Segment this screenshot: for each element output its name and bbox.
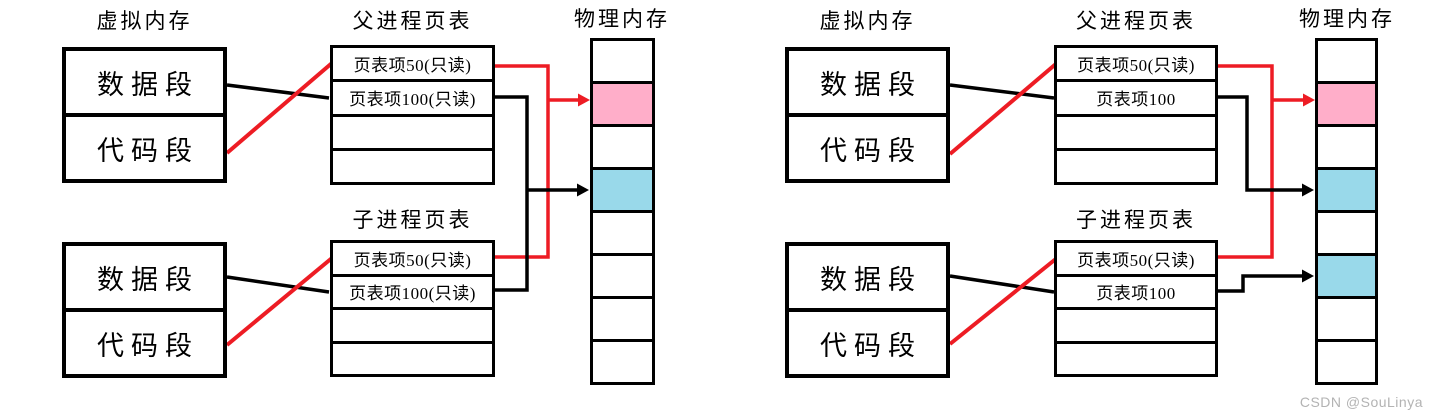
right-parent-table-title: 父进程页表 [1076,9,1196,33]
data-segment-cell: 数据段 [66,246,223,312]
page-table-entry: 页表项100 [1057,277,1215,310]
page-table-entry: 页表项100 [1057,82,1215,117]
page-table-entry-empty [1057,310,1215,344]
page-table-entry: 页表项100(只读) [333,82,492,117]
memory-page-cell [593,84,652,127]
memory-page-cell [593,170,652,213]
data-segment-cell: 数据段 [789,51,946,117]
page-table-entry: 页表项100(只读) [333,277,492,310]
page-table-entry-empty [1057,344,1215,375]
left-red-arrowhead [578,93,590,107]
right-child-black-arrowhead [1302,269,1314,283]
left-physical-memory-column [590,38,655,385]
data-segment-cell: 数据段 [789,246,946,312]
left-child-table-title: 子进程页表 [352,208,473,232]
memory-page-cell [593,299,652,342]
code-segment-cell: 代码段 [97,330,199,361]
right-parent-entry100-route [1218,95,1304,192]
right-top-virtual-memory-box: 数据段 代码段 [785,47,950,183]
csdn-watermark: CSDN @SouLinya [1299,394,1423,410]
page-table-entry-empty [333,151,492,182]
right-virtual-memory-title: 虚拟内存 [819,9,916,33]
right-parent-black-arrowhead [1302,183,1314,197]
left-virtual-memory-title: 虚拟内存 [96,9,193,33]
left-entry50-shared-route [494,64,550,259]
memory-page-cell [1318,41,1375,84]
left-top-code-to-entry50-line [225,61,334,155]
memory-page-cell [593,41,652,84]
page-table-entry: 页表项50(只读) [1057,243,1215,277]
memory-page-cell [1318,84,1375,127]
page-table-entry: 页表项50(只读) [333,243,492,277]
right-top-code-to-entry50-line [948,61,1059,156]
memory-page-cell [593,127,652,170]
code-segment-cell: 代码段 [820,135,922,166]
code-segment-cell: 代码段 [820,330,922,361]
page-table-entry-empty [333,117,492,151]
left-top-virtual-memory-box: 数据段 代码段 [62,47,227,183]
right-physical-memory-column [1315,38,1378,385]
right-child-table-title: 子进程页表 [1076,208,1196,232]
left-bottom-data-to-entry100-line [226,275,330,294]
memory-page-cell [1318,342,1375,382]
left-bottom-code-to-entry50-line [225,256,334,347]
memory-page-cell [593,213,652,256]
page-table-entry: 页表项50(只读) [1057,48,1215,83]
right-red-arrowhead [1303,93,1315,107]
right-bottom-virtual-memory-box: 数据段 代码段 [785,242,950,378]
page-table-entry-empty [1057,151,1215,182]
right-child-entry100-route [1218,274,1304,293]
memory-page-cell [1318,213,1375,256]
memory-page-cell [1318,256,1375,299]
page-table-entry-empty [1057,117,1215,151]
left-bottom-virtual-memory-box: 数据段 代码段 [62,242,227,378]
left-physical-memory-title: 物理内存 [574,7,670,31]
right-child-page-table: 页表项50(只读) 页表项100 [1054,240,1218,377]
memory-page-cell [1318,170,1375,213]
data-segment-cell: 数据段 [66,51,223,117]
memory-page-cell [593,342,652,382]
left-black-arrowhead [577,183,589,197]
code-segment-cell: 代码段 [97,135,199,166]
page-table-entry-empty [333,344,492,375]
right-top-data-to-entry100-line [949,83,1055,100]
right-parent-page-table: 页表项50(只读) 页表项100 [1054,45,1218,185]
left-entry100-shared-route [494,95,529,292]
left-parent-page-table: 页表项50(只读) 页表项100(只读) [330,45,495,185]
memory-page-cell [593,256,652,299]
right-bottom-data-to-entry100-line [949,274,1055,294]
memory-page-cell [1318,299,1375,342]
memory-page-cell [1318,127,1375,170]
right-physical-memory-title: 物理内存 [1299,7,1395,31]
right-bottom-code-to-entry50-line [948,256,1059,346]
left-child-page-table: 页表项50(只读) 页表项100(只读) [330,240,495,377]
right-entry50-shared-route [1218,64,1274,259]
left-parent-table-title: 父进程页表 [352,9,473,33]
left-top-data-to-entry100-line [226,83,330,100]
page-table-entry: 页表项50(只读) [333,48,492,83]
page-table-entry-empty [333,310,492,344]
